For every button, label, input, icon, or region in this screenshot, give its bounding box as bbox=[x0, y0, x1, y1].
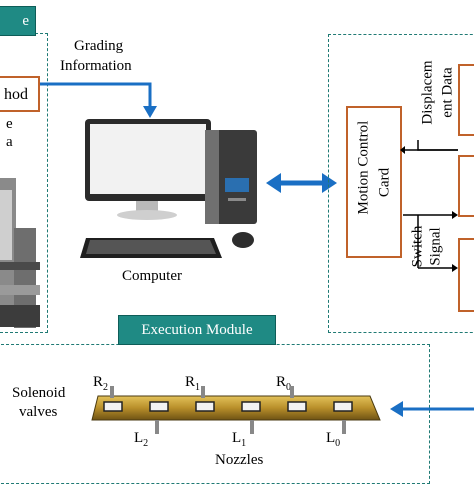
solenoid-label-line2: valves bbox=[19, 404, 58, 420]
motion-control-card: Motion Control bbox=[346, 106, 402, 258]
computer-icon bbox=[80, 119, 257, 258]
grading-arrow bbox=[40, 82, 157, 118]
nozzle-label-r2: R2 bbox=[93, 374, 109, 393]
nozzle-label-r0: R0 bbox=[276, 374, 292, 393]
control-module-box bbox=[328, 34, 474, 333]
execution-module-title: Execution Module bbox=[118, 315, 276, 345]
computer-label: Computer bbox=[122, 268, 182, 284]
grading-machine-illustration bbox=[0, 178, 40, 328]
grading-label-line1: Grading bbox=[74, 38, 124, 54]
nozzle-label-l2: L2 bbox=[134, 430, 149, 449]
controller-box bbox=[458, 155, 474, 217]
nozzle-label-l1: L1 bbox=[232, 430, 247, 449]
solenoid-label-line1: Solenoid bbox=[12, 385, 66, 401]
computer-motion-arrow bbox=[266, 173, 337, 193]
grading-method-box: hod bbox=[0, 76, 40, 112]
displacement-sensor-box bbox=[458, 64, 474, 136]
execution-arrow bbox=[390, 401, 474, 417]
nozzle-label-l0: L0 bbox=[326, 430, 341, 449]
switch-arrow bbox=[403, 211, 458, 272]
left-text-line1: e bbox=[6, 116, 13, 132]
nozzle-label-r1: R1 bbox=[185, 374, 201, 393]
grading-label-line2: Information bbox=[60, 58, 132, 74]
grading-method-label: hod bbox=[4, 86, 28, 103]
left-module-header: e bbox=[0, 6, 36, 36]
switch-box bbox=[458, 238, 474, 312]
left-text-line2: a bbox=[6, 134, 13, 150]
displacement-arrow bbox=[400, 140, 458, 154]
nozzles-label: Nozzles bbox=[215, 452, 264, 468]
solenoid-valve-bar bbox=[91, 386, 381, 434]
